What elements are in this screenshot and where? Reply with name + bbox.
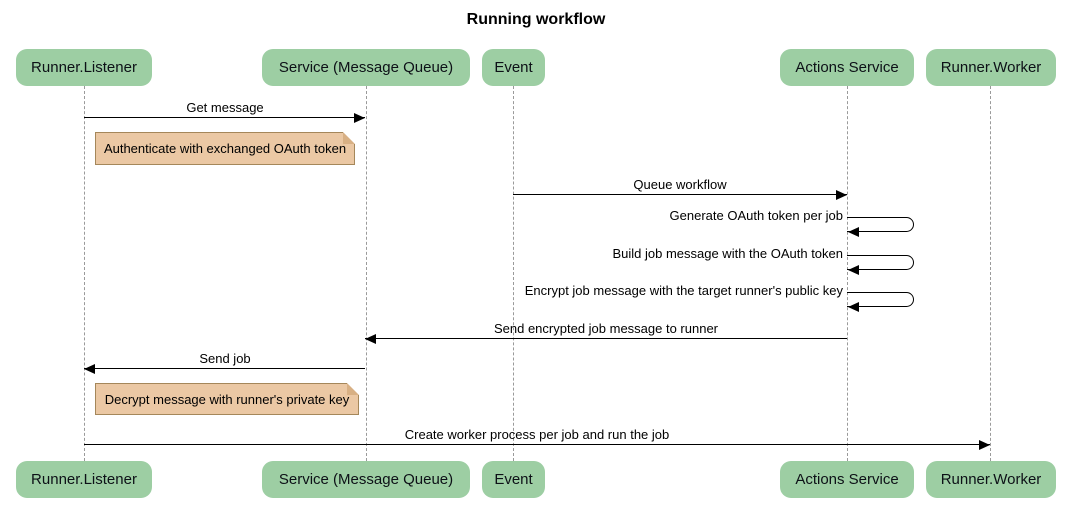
self-loop-encrypt-job-message: [847, 292, 914, 307]
actor-top-runner-worker: Runner.Worker: [926, 49, 1056, 86]
actor-bottom-service-mq: Service (Message Queue): [262, 461, 470, 498]
arrowhead-left: [365, 334, 376, 344]
message-label-build-job-message: Build job message with the OAuth token: [612, 246, 843, 261]
actor-top-service-mq: Service (Message Queue): [262, 49, 470, 86]
diagram-title: Running workflow: [466, 11, 606, 28]
message-line-queue-workflow: [513, 194, 847, 195]
actor-bottom-runner-listener: Runner.Listener: [16, 461, 152, 498]
arrowhead-left: [848, 265, 859, 275]
message-label-get-message: Get message: [186, 100, 264, 115]
message-label-send-encrypted-job: Send encrypted job message to runner: [493, 321, 719, 336]
message-label-encrypt-job-message: Encrypt job message with the target runn…: [524, 283, 843, 298]
message-label-send-job: Send job: [199, 351, 251, 366]
arrowhead-right: [354, 113, 365, 123]
arrowhead-right: [979, 440, 990, 450]
arrowhead-right: [836, 190, 847, 200]
actor-bottom-runner-worker: Runner.Worker: [926, 461, 1056, 498]
lifeline-event: [513, 86, 514, 461]
self-loop-generate-oauth-token: [847, 217, 914, 232]
message-line-send-encrypted-job: [365, 338, 847, 339]
actor-bottom-event: Event: [482, 461, 545, 498]
message-line-get-message: [84, 117, 365, 118]
lifeline-actions-service: [847, 86, 848, 461]
lifeline-runner-listener: [84, 86, 85, 461]
lifeline-runner-worker: [990, 86, 991, 461]
message-label-create-worker: Create worker process per job and run th…: [404, 427, 670, 442]
message-line-send-job: [84, 368, 365, 369]
actor-top-runner-listener: Runner.Listener: [16, 49, 152, 86]
self-loop-build-job-message: [847, 255, 914, 270]
arrowhead-left: [848, 227, 859, 237]
message-line-create-worker: [84, 444, 990, 445]
actor-top-actions-service: Actions Service: [780, 49, 914, 86]
actor-top-event: Event: [482, 49, 545, 86]
arrowhead-left: [848, 302, 859, 312]
arrowhead-left: [84, 364, 95, 374]
actor-bottom-actions-service: Actions Service: [780, 461, 914, 498]
note-decrypt-message: Decrypt message with runner's private ke…: [95, 383, 359, 415]
message-label-generate-oauth-token: Generate OAuth token per job: [669, 208, 843, 223]
note-authenticate-oauth: Authenticate with exchanged OAuth token: [95, 132, 355, 165]
lifeline-service-mq: [366, 86, 367, 461]
message-label-queue-workflow: Queue workflow: [633, 177, 727, 192]
